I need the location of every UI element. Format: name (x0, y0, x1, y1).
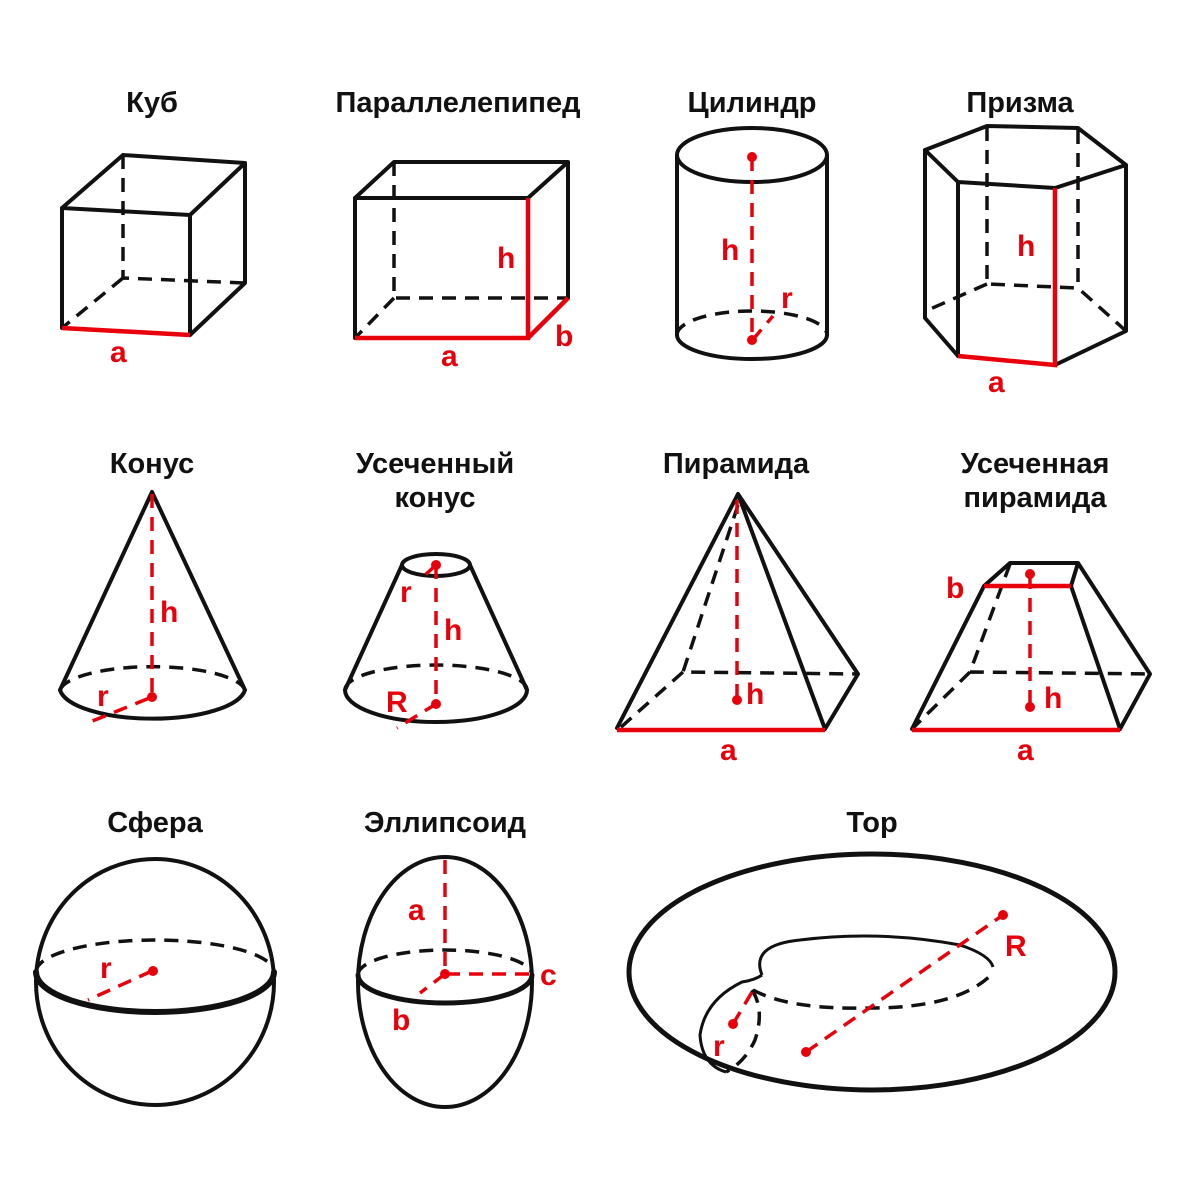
truncated-pyramid-figure: b h a (910, 561, 1152, 767)
title-truncated-pyramid: Усеченная пирамида (960, 448, 1110, 514)
title-torus: Тор (846, 807, 898, 839)
cylinder-figure: h r (675, 126, 829, 361)
title-ellipsoid: Эллипсоид (363, 807, 527, 839)
title-parallelepiped: Параллелепипед (335, 87, 581, 119)
label-a: a (720, 734, 737, 767)
title-prism: Призма (966, 87, 1074, 119)
title-sphere: Сфера (107, 807, 203, 839)
label-h: h (160, 596, 178, 629)
cone-figure: h r (58, 490, 247, 724)
title-cylinder: Цилиндр (687, 87, 817, 119)
title-cone: Конус (109, 448, 195, 480)
label-h: h (1044, 682, 1062, 715)
label-h: h (497, 242, 515, 275)
ellipsoid-figure: a c b (355, 855, 557, 1109)
sphere-figure: r (33, 857, 277, 1107)
label-r: r (781, 282, 793, 315)
label-r: r (97, 680, 109, 713)
parallelepiped-figure: h a b (353, 160, 573, 373)
label-h: h (444, 614, 462, 647)
label-a: a (408, 894, 425, 927)
label-b: b (946, 572, 964, 605)
label-r: r (400, 576, 412, 609)
cube-figure: a (60, 153, 247, 369)
label-R: R (386, 686, 408, 719)
label-a: a (110, 336, 127, 369)
label-r: r (100, 952, 112, 985)
title-cube: Куб (126, 87, 178, 119)
label-R: R (1005, 930, 1027, 963)
label-b: b (392, 1004, 410, 1037)
prism-figure: h a (923, 124, 1128, 399)
label-h: h (1017, 230, 1035, 263)
label-r: r (713, 1030, 725, 1063)
label-h: h (721, 234, 739, 267)
label-h: h (746, 678, 764, 711)
label-c: c (540, 959, 557, 992)
title-pyramid: Пирамида (662, 448, 810, 480)
torus-figure: R r (626, 851, 1118, 1093)
label-b: b (555, 320, 573, 353)
label-a: a (988, 366, 1005, 399)
label-a: a (1017, 734, 1034, 767)
title-truncated-cone: Усеченный конус (355, 448, 515, 514)
label-a: a (441, 340, 458, 373)
pyramid-figure: h a (615, 492, 860, 767)
truncated-cone-figure: r h R (343, 552, 529, 730)
